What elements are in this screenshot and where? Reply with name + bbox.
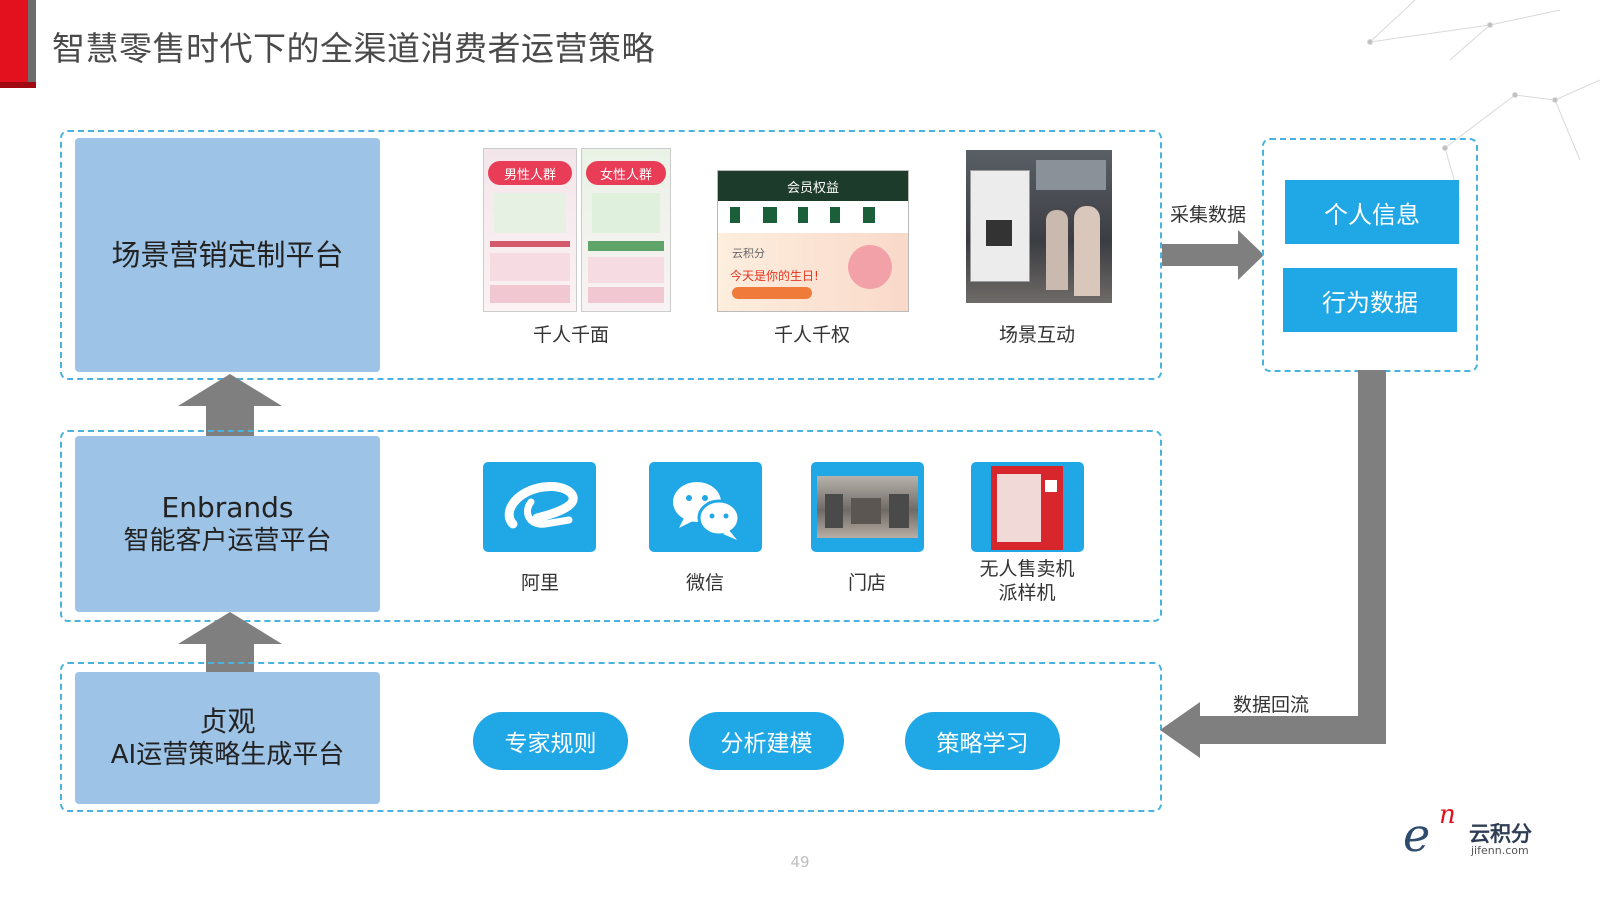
yunjifen-logo: e n 云积分 jifenn.com [1403,800,1543,866]
ai-strategy-platform: 贞观 AI运营策略生成平台 [75,672,380,804]
behavior-data-block: 行为数据 [1283,268,1457,332]
ai-platform-desc: AI运营策略生成平台 [110,740,345,771]
wechat-icon [673,482,741,540]
collect-data-label: 采集数据 [1170,204,1247,226]
vending-machine-photo [991,466,1063,550]
logo-brand: 云积分 [1469,822,1532,846]
caption-store: 门店 [847,572,886,594]
store-tile [811,462,924,552]
caption-vending-line2: 派样机 [998,581,1056,604]
pill-strategy-learning: 策略学习 [905,712,1060,770]
scene-interaction-photo [966,150,1112,303]
enbrands-platform-desc: 智能客户运营平台 [123,526,332,557]
caption-personalized-rights: 千人千权 [773,324,850,346]
arrow-right-icon [1162,230,1264,280]
title-accent-base [0,82,36,88]
vending-machine-tile [971,462,1084,552]
birthday-text: 今天是你的生日! [730,269,819,283]
alibaba-tile [483,462,596,552]
caption-alibaba: 阿里 [520,572,559,594]
page-number: 49 [790,853,810,871]
arrow-up-icon [178,612,282,676]
data-return-label: 数据回流 [1233,694,1310,716]
arrow-up-icon [178,374,282,438]
ai-platform-name: 贞观 [199,705,256,739]
member-rights-screenshot: 会员权益 云积分 今天是你的生日! [717,170,909,312]
ai-strategy-layer [60,662,1162,812]
pill-expert-rules: 专家规则 [473,712,628,770]
page-title: 智慧零售时代下的全渠道消费者运营策略 [52,29,655,68]
store-photo [817,476,918,538]
pill-analysis-modeling: 分析建模 [689,712,844,770]
male-crowd-screenshot: 男性人群 [483,148,577,312]
logo-n-mark: n [1439,800,1456,830]
yunjifen-points-text: 云积分 [732,247,765,260]
title-accent-bar [0,0,28,82]
scene-marketing-platform: 场景营销定制平台 [75,138,380,372]
logo-e-mark: e [1403,808,1431,862]
female-crowd-screenshot: 女性人群 [581,148,671,312]
female-crowd-tag: 女性人群 [586,161,666,185]
member-rights-header: 会员权益 [718,171,908,201]
caption-vending-line1: 无人售卖机 [979,558,1075,580]
data-return-arrow-icon [1160,370,1386,758]
wechat-tile [649,462,762,552]
caption-personalized-content: 千人千面 [532,324,609,346]
user-data-box [1262,138,1478,372]
title-accent-shadow [28,0,36,88]
caption-wechat: 微信 [685,572,724,594]
caption-vending-machine: 无人售卖机 派样机 [962,558,1092,606]
alibaba-icon [504,482,578,529]
enbrands-platform: Enbrands 智能客户运营平台 [75,436,380,612]
channel-layer [60,430,1162,622]
scene-marketing-layer [60,130,1162,380]
caption-scene-interaction: 场景互动 [998,324,1075,346]
logo-url: jifenn.com [1471,844,1529,857]
personal-info-block: 个人信息 [1285,180,1459,244]
decorative-network [1367,0,1600,201]
enbrands-platform-name: Enbrands [161,491,294,525]
scene-marketing-platform-label: 场景营销定制平台 [111,237,344,272]
male-crowd-tag: 男性人群 [488,161,572,185]
